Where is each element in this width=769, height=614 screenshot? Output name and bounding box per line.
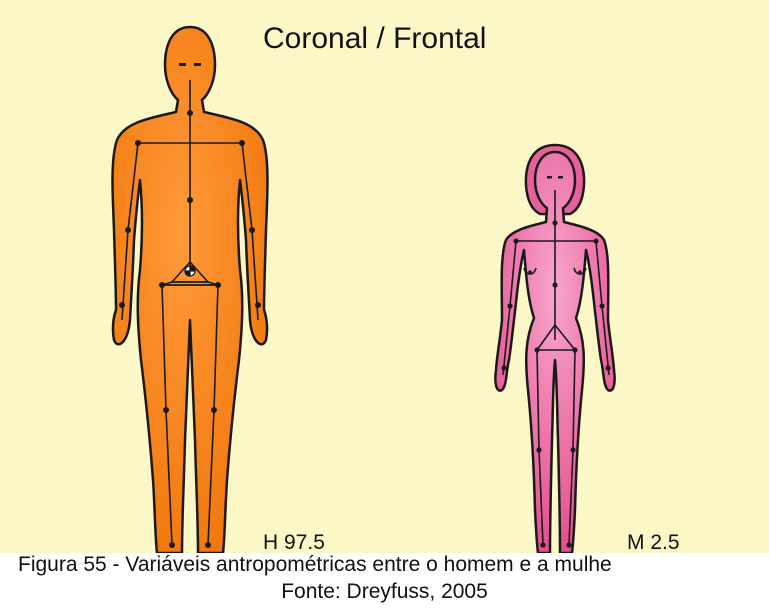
- male-center-of-gravity-icon: [185, 266, 195, 276]
- figure-panel: Coronal / Frontal H 97.5 M 2.5: [0, 0, 769, 553]
- figure-canvas: [0, 0, 769, 553]
- female-figure: [495, 145, 614, 553]
- female-percentile-label: M 2.5: [627, 531, 680, 553]
- figure-title: Coronal / Frontal: [263, 22, 486, 56]
- figure-caption: Figura 55 - Variáveis antropométricas en…: [18, 553, 769, 577]
- male-figure: [113, 27, 268, 553]
- male-percentile-label: H 97.5: [263, 531, 325, 553]
- figure-source: Fonte: Dreyfuss, 2005: [0, 580, 769, 604]
